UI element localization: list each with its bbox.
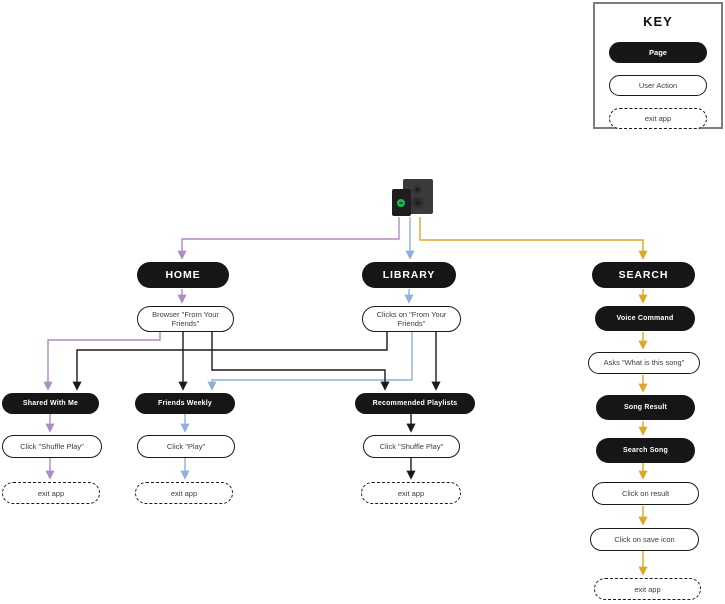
page-recommended-playlists: Recommended Playlists	[355, 393, 475, 414]
page-search-song-label: Search Song	[623, 447, 668, 454]
key-page-pill: Page	[609, 42, 707, 63]
page-search-song: Search Song	[596, 438, 695, 463]
action-click-on-save-icon: Click on save icon	[590, 528, 699, 551]
action-click-save-label: Click on save icon	[614, 534, 675, 544]
action-asks-what-is-this-song: Asks "What is this song"	[588, 352, 700, 374]
edge-device-home	[177, 217, 400, 260]
action-browser-from-your-friends: Browser "From Your Friends"	[137, 306, 234, 332]
exit-app-friends-label: exit app	[170, 488, 198, 498]
page-shared-with-me: Shared With Me	[2, 393, 99, 414]
speaker-dot	[416, 188, 419, 191]
page-home-label: HOME	[165, 269, 201, 281]
page-home: HOME	[137, 262, 229, 288]
exit-app-search: exit app	[594, 578, 701, 600]
exit-app-recommended-label: exit app	[397, 488, 425, 498]
key-legend: KEY Page User Action exit app	[593, 2, 723, 129]
action-shared-click-shuffle-play: Click "Shuffle Play"	[2, 435, 102, 458]
page-song-result: Song Result	[596, 395, 695, 420]
page-voice-command-label: Voice Command	[616, 315, 674, 322]
action-friends-click-play: Click "Play"	[137, 435, 235, 458]
action-recommended-shuffle-label: Click "Shuffle Play"	[379, 441, 444, 451]
edge-browser-recommended	[211, 332, 390, 391]
page-friends-weekly: Friends Weekly	[135, 393, 235, 414]
exit-app-recommended: exit app	[361, 482, 461, 504]
action-click-result-label: Click on result	[621, 488, 670, 498]
exit-app-shared: exit app	[2, 482, 100, 504]
key-page-label: Page	[649, 48, 667, 57]
key-user-action-pill: User Action	[609, 75, 707, 96]
page-library: LIBRARY	[362, 262, 456, 288]
action-clicks-from-your-friends: Clicks on "From Your Friends"	[362, 306, 461, 332]
page-search-label: SEARCH	[618, 269, 669, 281]
action-click-on-result: Click on result	[592, 482, 699, 505]
page-friends-weekly-label: Friends Weekly	[157, 400, 213, 407]
action-clicks-label: Clicks on "From Your Friends"	[376, 309, 447, 328]
action-friends-play-label: Click "Play"	[166, 441, 206, 451]
exit-app-search-label: exit app	[634, 584, 661, 594]
key-title: KEY	[643, 14, 673, 29]
page-song-result-label: Song Result	[623, 404, 668, 411]
edge-browser-shared	[43, 332, 161, 391]
key-user-action-label: User Action	[638, 81, 678, 90]
page-voice-command: Voice Command	[595, 306, 695, 331]
page-shared-with-me-label: Shared With Me	[22, 400, 79, 407]
edge-clicks-shared	[72, 332, 388, 391]
action-asks-label: Asks "What is this song"	[603, 358, 685, 368]
page-search: SEARCH	[592, 262, 695, 288]
key-exit-app-label: exit app	[644, 114, 672, 123]
exit-app-friends: exit app	[135, 482, 233, 504]
device-icon	[390, 177, 436, 217]
phone-icon	[392, 189, 411, 216]
action-recommended-click-shuffle-play: Click "Shuffle Play"	[363, 435, 460, 458]
page-recommended-playlists-label: Recommended Playlists	[372, 400, 458, 407]
exit-app-shared-label: exit app	[37, 488, 65, 498]
page-library-label: LIBRARY	[382, 269, 436, 281]
edge-clicks-friendsweekly	[207, 332, 413, 391]
key-exit-app-pill: exit app	[609, 108, 707, 129]
action-shared-shuffle-label: Click "Shuffle Play"	[20, 441, 84, 451]
speaker-dot	[415, 200, 420, 205]
edge-device-search	[419, 217, 648, 260]
action-browser-label: Browser "From Your Friends"	[152, 309, 219, 328]
spotify-logo-icon	[397, 199, 405, 207]
